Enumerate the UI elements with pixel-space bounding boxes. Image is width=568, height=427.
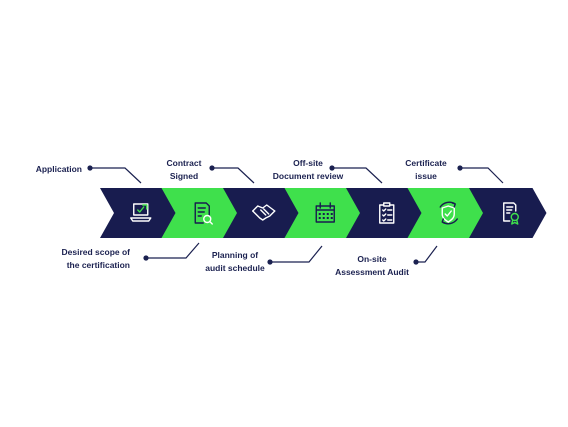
shield-cycle-icon — [439, 201, 458, 225]
step-label-certificate-issue: Certificate issue — [405, 158, 447, 181]
step-label-document-review: Off-site Document review — [272, 158, 344, 181]
laptop-check-icon — [130, 203, 152, 222]
step-label-contract-signed: Contract Signed — [166, 158, 202, 181]
step-chevron-6 — [407, 188, 485, 238]
connectors — [87, 165, 504, 265]
step-label-audit-schedule: Planning of audit schedule — [205, 250, 265, 273]
certificate-icon — [503, 202, 519, 225]
handshake-icon — [252, 204, 276, 221]
step-chevron-3 — [223, 188, 301, 238]
step-label-desired-scope: Desired scope of the certification — [61, 247, 131, 270]
step-chevron-2 — [161, 188, 239, 238]
connector-contract-signed — [209, 165, 255, 184]
document-search-icon — [194, 202, 213, 225]
connector-desired-scope — [143, 242, 200, 261]
connector-document-review — [329, 165, 383, 184]
connector-assessment-audit — [413, 245, 438, 265]
icon-row — [130, 201, 519, 225]
clipboard-checklist-icon — [379, 202, 395, 224]
calendar-icon — [315, 202, 335, 223]
step-label-assessment-audit: On-site Assessment Audit — [335, 254, 409, 277]
step-chevron-1 — [100, 188, 178, 238]
connector-audit-schedule — [267, 245, 323, 265]
connector-application — [87, 165, 142, 184]
step-chevron-5 — [346, 188, 424, 238]
step-label-application: Application — [35, 164, 82, 174]
connector-certificate-issue — [457, 165, 504, 184]
